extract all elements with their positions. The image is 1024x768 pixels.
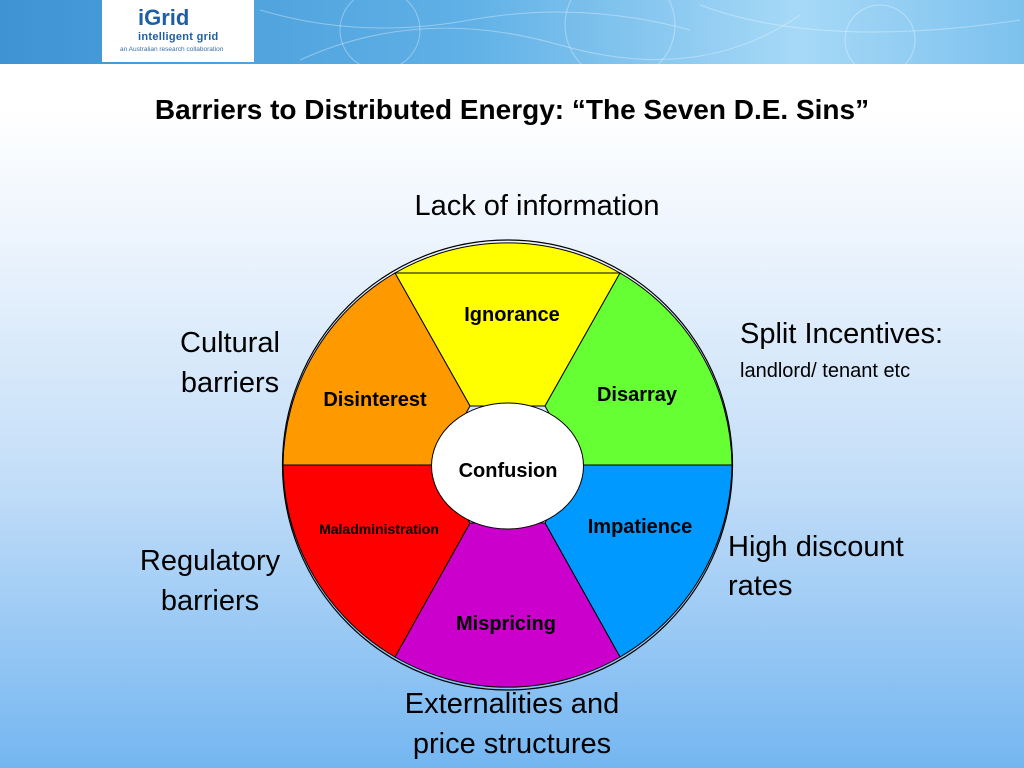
segment-label-mispricing: Mispricing — [456, 613, 556, 635]
label-lack-of-information: Lack of information — [414, 190, 660, 222]
logo-prefix: i — [138, 5, 145, 30]
segment-label-disinterest: Disinterest — [323, 389, 427, 411]
wheel-segments — [281, 239, 734, 691]
center-circle — [431, 402, 584, 530]
segment-label-disarray: Disarray — [597, 384, 678, 406]
label-regulatory-barriers: barriers — [160, 585, 260, 617]
label-high-discount: High discount — [728, 531, 904, 563]
label-landlord-tenant: landlord/ tenant etc — [740, 360, 911, 382]
label-externalities: Externalities and — [404, 688, 620, 720]
header-network-pattern — [259, 0, 1021, 64]
igrid-logo: iGrid intelligent grid an Australian res… — [102, 0, 254, 62]
segment-label-ignorance: Ignorance — [464, 304, 560, 326]
logo-wordmark: iGrid — [138, 6, 189, 30]
header-band: iGrid intelligent grid an Australian res… — [0, 0, 1024, 64]
label-cultural-barriers: barriers — [180, 367, 280, 399]
segment-label-maladministration: Maladministration — [319, 521, 439, 537]
label-cultural: Cultural — [180, 327, 280, 359]
segment-label-impatience: Impatience — [588, 516, 692, 538]
logo-subtitle: intelligent grid — [138, 31, 219, 43]
label-rates: rates — [728, 570, 793, 602]
wheel-top-cap — [393, 242, 622, 274]
wheel-outline — [281, 239, 734, 691]
slide-title: Barriers to Distributed Energy: “The Sev… — [154, 94, 870, 125]
logo-word: Grid — [144, 5, 190, 30]
label-price-structures: price structures — [412, 728, 612, 760]
label-regulatory: Regulatory — [139, 545, 281, 577]
label-split-incentives: Split Incentives: — [740, 318, 944, 350]
center-label: Confusion — [459, 460, 558, 482]
logo-tagline: an Australian research collaboration — [120, 46, 224, 53]
